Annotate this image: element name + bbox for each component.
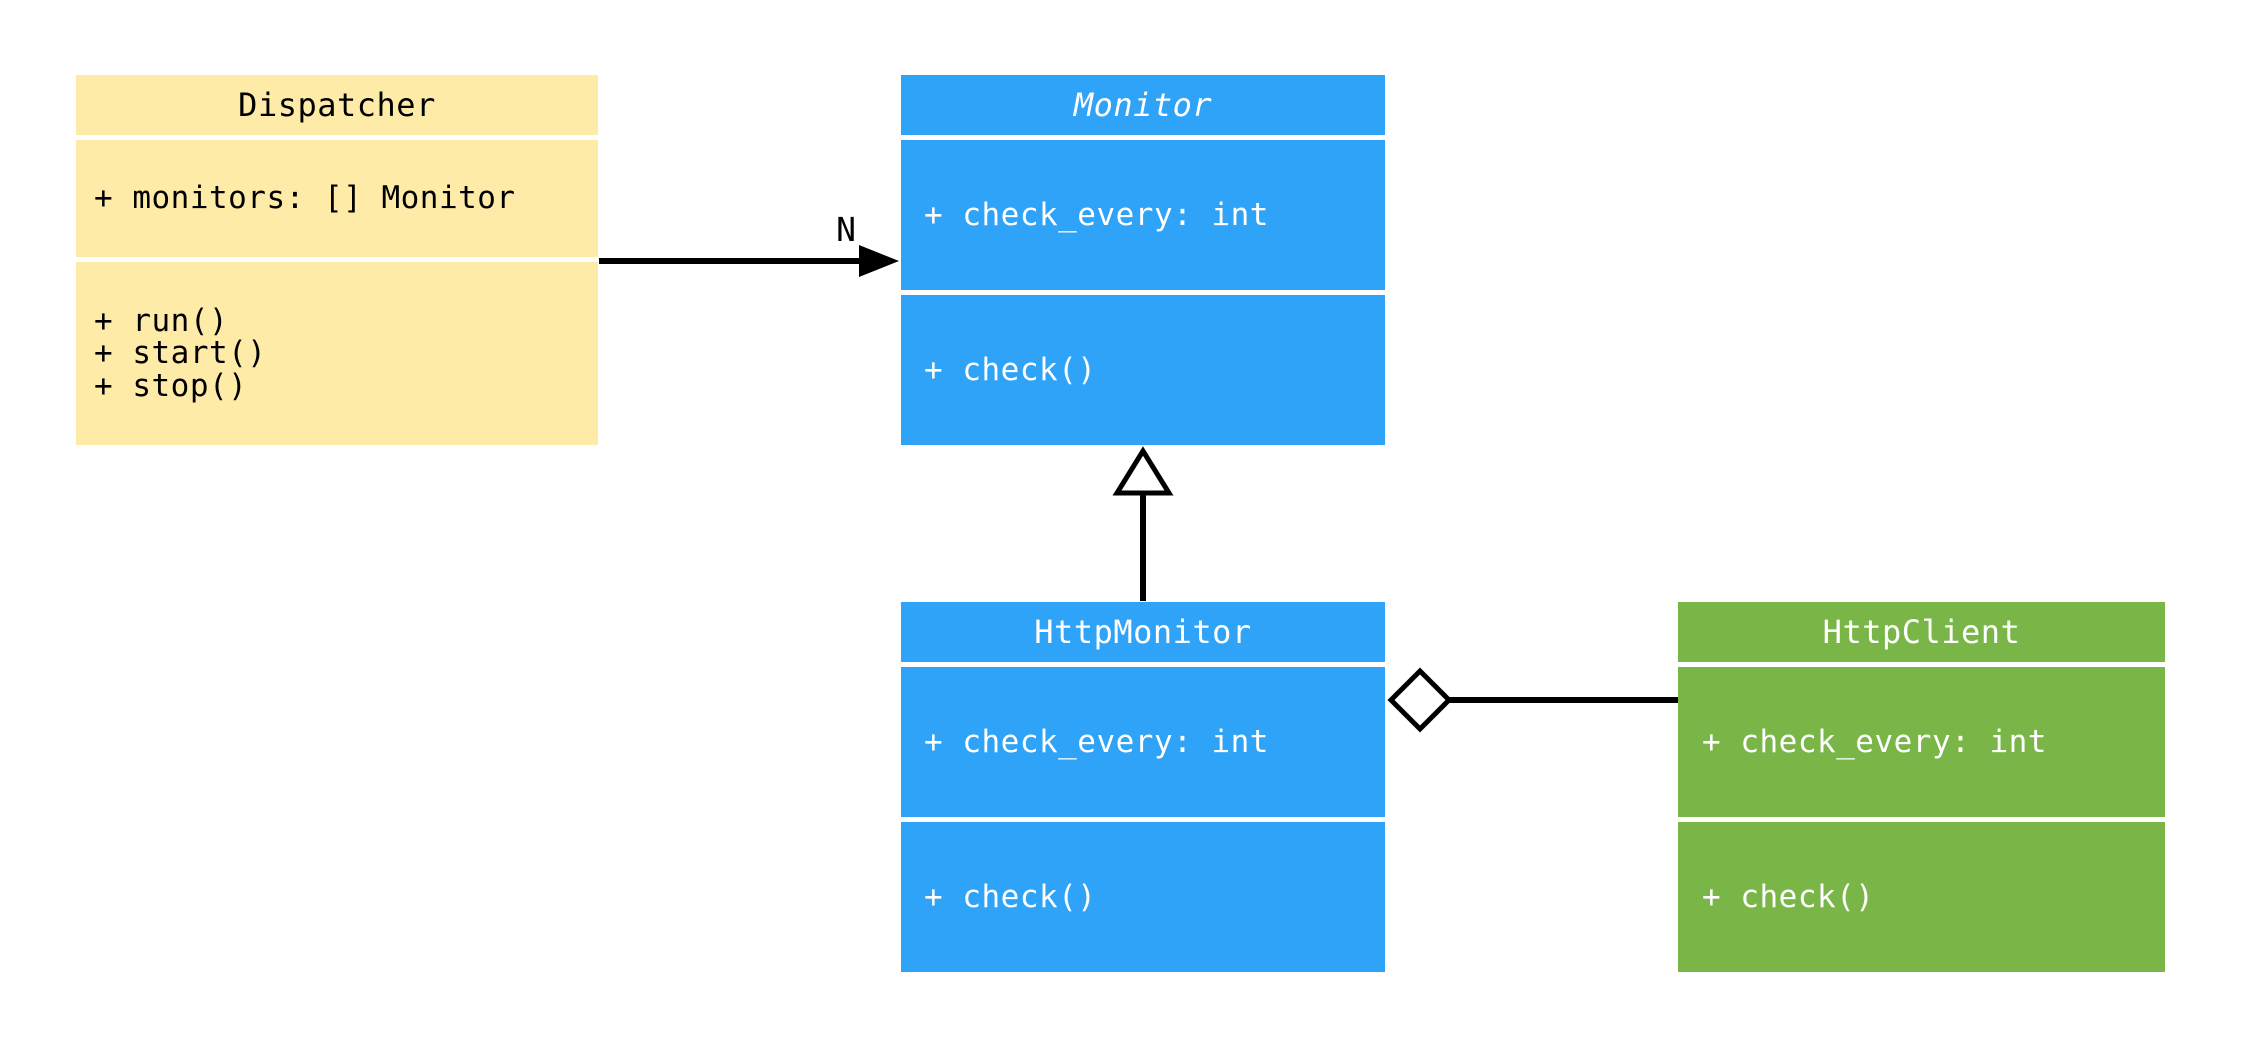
attributes-section: + check_every: int — [1678, 667, 2165, 817]
method-line: + start() — [94, 335, 267, 372]
hollow-triangle-icon — [1112, 446, 1174, 496]
methods-section: + check() — [1678, 822, 2165, 972]
class-monitor: Monitor + check_every: int + check() — [901, 75, 1385, 445]
httpmonitor-httpclient-aggregation — [1387, 667, 1679, 733]
method-line: + run() — [94, 302, 229, 339]
method-line: + check() — [924, 878, 1097, 915]
method-line: + check() — [1702, 878, 1875, 915]
dispatcher-monitor-association: N — [599, 210, 899, 277]
class-dispatcher: Dispatcher + monitors: [] Monitor + run(… — [76, 75, 598, 445]
hollow-diamond-icon — [1387, 667, 1453, 733]
attribute-line: + check_every: int — [924, 723, 1269, 760]
class-title: Dispatcher — [76, 75, 598, 135]
methods-section: + check() — [901, 822, 1385, 972]
attributes-section: + monitors: [] Monitor — [76, 140, 598, 257]
attributes-section: + check_every: int — [901, 140, 1385, 290]
class-httpmonitor: HttpMonitor + check_every: int + check() — [901, 602, 1385, 972]
multiplicity-label: N — [836, 210, 856, 249]
attribute-line: + monitors: [] Monitor — [94, 180, 516, 217]
attributes-section: + check_every: int — [901, 667, 1385, 817]
method-line: + stop() — [94, 367, 248, 404]
attribute-line: + check_every: int — [1702, 723, 2047, 760]
httpmonitor-monitor-inheritance — [1112, 446, 1174, 601]
attribute-line: + check_every: int — [924, 196, 1269, 233]
class-title: HttpClient — [1678, 602, 2165, 662]
class-title: Monitor — [901, 75, 1385, 135]
class-httpclient: HttpClient + check_every: int + check() — [1678, 602, 2165, 972]
filled-arrowhead-icon — [859, 245, 899, 277]
methods-section: + check() — [901, 295, 1385, 445]
methods-section: + run() + start() + stop() — [76, 262, 598, 445]
class-title: HttpMonitor — [901, 602, 1385, 662]
method-line: + check() — [924, 351, 1097, 388]
